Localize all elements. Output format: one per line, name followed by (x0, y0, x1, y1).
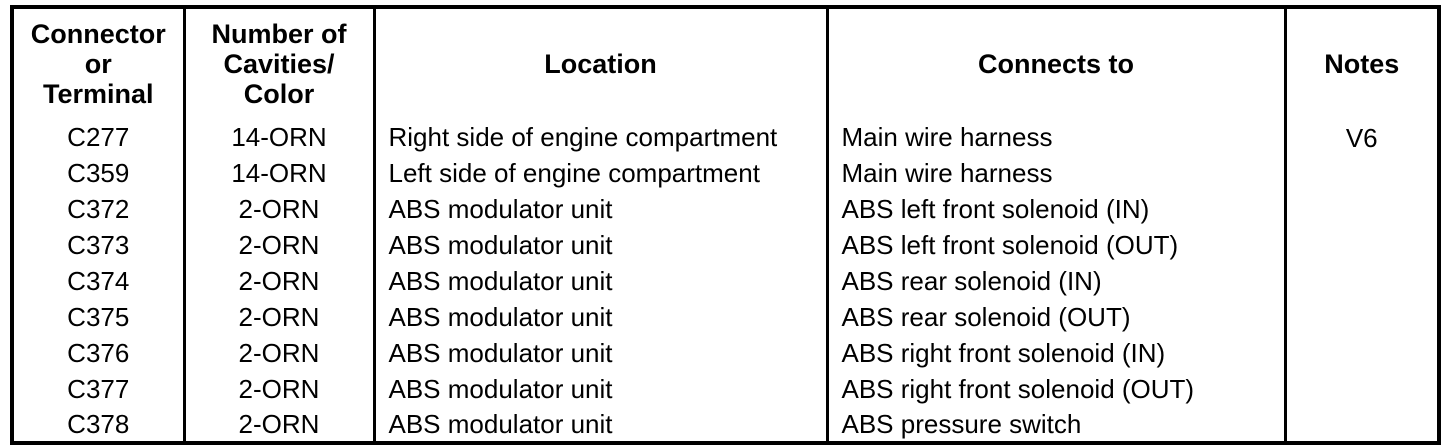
cell-connects-to: ABS rear solenoid (OUT) (827, 299, 1287, 335)
cell-cavities-color: 14-ORN (184, 119, 376, 155)
column-header-connects-to: Connects to (827, 7, 1287, 119)
cell-connector: C374 (12, 263, 186, 299)
cell-cavities-color: 2-ORN (184, 335, 376, 371)
column-header-notes: Notes (1324, 49, 1400, 79)
cell-connects-to: Main wire harness (827, 155, 1287, 191)
column-header-number-of-cavities-color: Number of Cavities/ Color (184, 7, 376, 119)
table-row: C372 2-ORN ABS modulator unit ABS left f… (12, 191, 1439, 227)
table-body: C277 14-ORN Right side of engine compart… (12, 119, 1439, 443)
cell-connector: C377 (12, 371, 186, 407)
cell-notes: V6 (1345, 123, 1378, 153)
cell-cavities-color: 2-ORN (184, 263, 376, 299)
header-row: Connector or Terminal Number of Cavities… (12, 7, 1439, 119)
cell-connects-to: Main wire harness (827, 119, 1287, 155)
cell-location: Left side of engine compartment (374, 155, 829, 191)
cell-notes (1285, 299, 1439, 335)
table-header: Connector or Terminal Number of Cavities… (12, 7, 1439, 119)
cell-notes (1285, 155, 1439, 191)
cell-connects-to: ABS right front solenoid (IN) (827, 335, 1287, 371)
cell-connector: C277 (12, 119, 186, 155)
cell-notes (1285, 371, 1439, 407)
cell-cavities-color: 2-ORN (184, 227, 376, 263)
cell-notes (1285, 227, 1439, 263)
table-row: C377 2-ORN ABS modulator unit ABS right … (12, 371, 1439, 407)
cell-connector: C378 (12, 407, 186, 443)
cell-location: ABS modulator unit (374, 227, 829, 263)
table-row: C277 14-ORN Right side of engine compart… (12, 119, 1439, 155)
cell-location: ABS modulator unit (374, 191, 829, 227)
cell-location: ABS modulator unit (374, 263, 829, 299)
table-row: C375 2-ORN ABS modulator unit ABS rear s… (12, 299, 1439, 335)
cell-cavities-color: 2-ORN (184, 299, 376, 335)
cell-notes (1285, 191, 1439, 227)
cell-location: ABS modulator unit (374, 335, 829, 371)
cell-connector: C372 (12, 191, 186, 227)
table-row: C378 2-ORN ABS modulator unit ABS pressu… (12, 407, 1439, 443)
cell-cavities-color: 2-ORN (184, 191, 376, 227)
cell-cavities-color: 14-ORN (184, 155, 376, 191)
cell-connector: C375 (12, 299, 186, 335)
connector-table: Connector or Terminal Number of Cavities… (10, 5, 1441, 445)
cell-connects-to: ABS left front solenoid (IN) (827, 191, 1287, 227)
table-row: C376 2-ORN ABS modulator unit ABS right … (12, 335, 1439, 371)
table-row: C373 2-ORN ABS modulator unit ABS left f… (12, 227, 1439, 263)
table-row: C374 2-ORN ABS modulator unit ABS rear s… (12, 263, 1439, 299)
cell-notes (1285, 263, 1439, 299)
cell-location: ABS modulator unit (374, 407, 829, 443)
cell-connector: C376 (12, 335, 186, 371)
column-header-connector-or-terminal: Connector or Terminal (12, 7, 186, 119)
cell-connects-to: ABS rear solenoid (IN) (827, 263, 1287, 299)
cell-connects-to: ABS right front solenoid (OUT) (827, 371, 1287, 407)
cell-notes (1285, 407, 1439, 443)
cell-location: Right side of engine compartment (374, 119, 829, 155)
table-row: C359 14-ORN Left side of engine compartm… (12, 155, 1439, 191)
column-header-location: Location (374, 7, 829, 119)
cell-connector: C359 (12, 155, 186, 191)
cell-notes (1285, 335, 1439, 371)
cell-connector: C373 (12, 227, 186, 263)
cell-cavities-color: 2-ORN (184, 371, 376, 407)
cell-location: ABS modulator unit (374, 371, 829, 407)
cell-location: ABS modulator unit (374, 299, 829, 335)
cell-connects-to: ABS pressure switch (827, 407, 1287, 443)
cell-connects-to: ABS left front solenoid (OUT) (827, 227, 1287, 263)
cell-cavities-color: 2-ORN (184, 407, 376, 443)
